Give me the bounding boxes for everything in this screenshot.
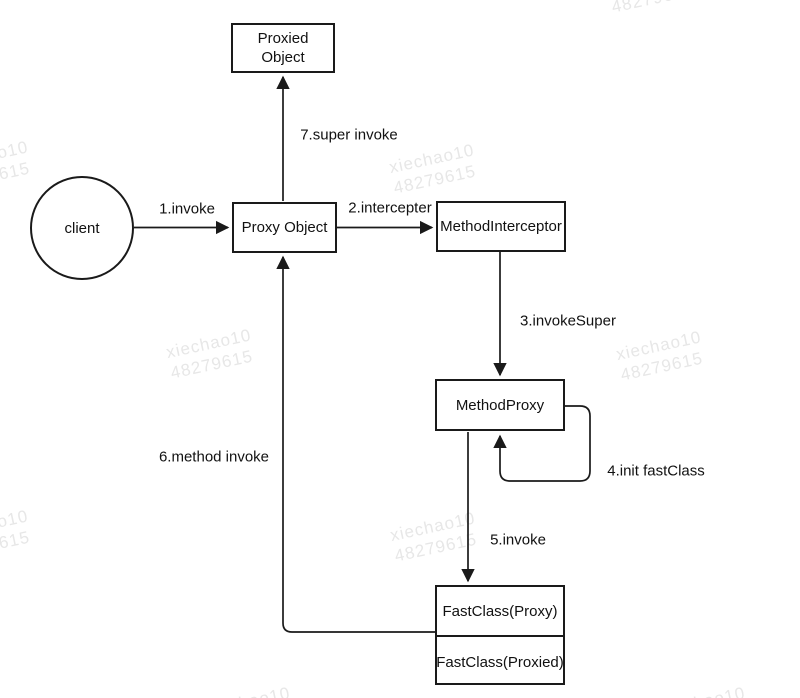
edge-2-intercepter-label: 2.intercepter xyxy=(348,199,432,217)
edge-5-invoke-label: 5.invoke xyxy=(490,531,546,549)
client-label: client xyxy=(64,219,100,237)
edge-3-invokesuper-label: 3.invokeSuper xyxy=(520,312,616,330)
edge-6-method-invoke-label: 6.method invoke xyxy=(158,448,270,466)
proxied-object-label-line2: Object xyxy=(261,49,305,66)
edge-4-init-fastclass-loop-arrow xyxy=(493,405,591,482)
method-interceptor-node: MethodInterceptor xyxy=(436,201,566,252)
method-proxy-label: MethodProxy xyxy=(455,396,545,414)
fastclass-proxied-cell: FastClass(Proxied) xyxy=(436,637,564,687)
fastclass-node: FastClass(Proxy) FastClass(Proxied) xyxy=(435,585,565,685)
method-interceptor-label: MethodInterceptor xyxy=(440,218,562,235)
proxied-object-label-line1: Proxied xyxy=(257,30,309,47)
proxy-object-node: Proxy Object xyxy=(232,202,337,253)
proxy-object-label: Proxy Object xyxy=(241,219,328,236)
edge-6-method-invoke-arrow xyxy=(276,255,435,633)
edge-4-init-fastclass-label: 4.init fastClass xyxy=(607,462,705,480)
edge-1-invoke-label: 1.invoke xyxy=(159,200,215,218)
fastclass-proxy-cell: FastClass(Proxy) xyxy=(437,587,563,637)
method-proxy-node: MethodProxy xyxy=(435,379,565,431)
proxied-object-node: Proxied Object xyxy=(231,23,335,73)
client-node: client xyxy=(30,176,134,280)
fastclass-proxied-label: FastClass(Proxied) xyxy=(436,653,564,671)
edge-7-super-invoke-label: 7.super invoke xyxy=(300,126,398,144)
fastclass-proxy-label: FastClass(Proxy) xyxy=(442,602,558,620)
